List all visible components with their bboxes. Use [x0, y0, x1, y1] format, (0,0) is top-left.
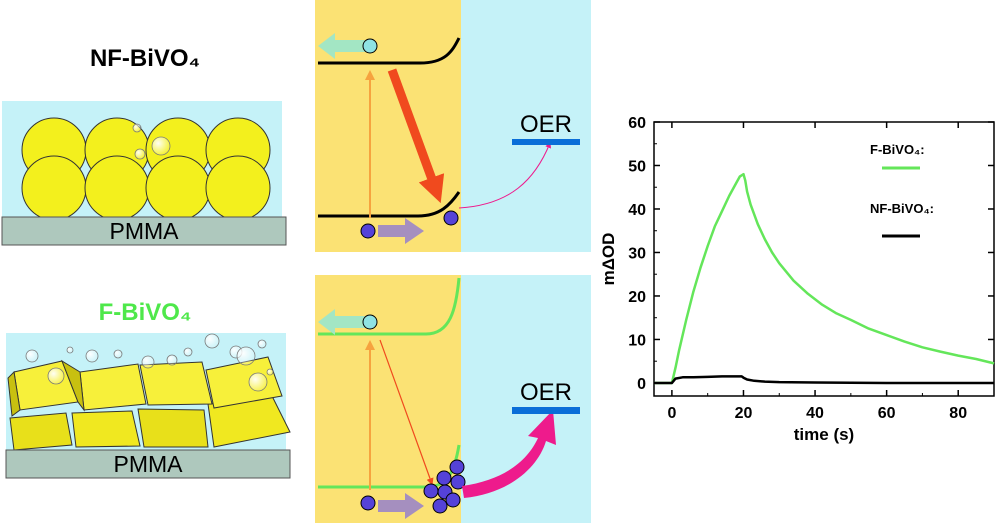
y-tick-label: 0 — [637, 376, 646, 393]
hole-icon — [360, 495, 376, 511]
nf-particle — [205, 155, 271, 221]
bivo4-plate — [79, 363, 147, 411]
bivo4-plate — [139, 361, 213, 406]
plot-frame — [653, 121, 995, 397]
f-oer-label: OER — [520, 379, 572, 406]
y-axis-label: mΔOD — [599, 233, 618, 286]
hole-icon — [445, 492, 461, 508]
x-tick-label: 80 — [949, 405, 967, 422]
f-band-diagram: OER — [315, 275, 591, 523]
nf-morphology-panel: NF-BiVO₄ PMMA — [1, 45, 287, 246]
f-plate-top-row — [7, 356, 283, 417]
f-oer-level — [512, 407, 580, 414]
f-morphology-panel: F-BiVO₄ — [5, 299, 291, 479]
x-tick-label: 20 — [735, 405, 753, 422]
electron-drift-arrow — [318, 309, 365, 335]
bivo4-plate — [7, 370, 21, 417]
nf-oer-label: OER — [520, 111, 572, 138]
series-layer — [654, 172, 995, 385]
f-substrate — [5, 449, 291, 479]
nf-valence-band — [318, 191, 461, 218]
nf-particle — [145, 155, 211, 221]
y-tick-label: 10 — [628, 332, 646, 349]
bubble — [134, 148, 146, 160]
axis-ticks: 0 20 40 60 80 0 10 20 30 40 50 60 — [628, 115, 994, 422]
bubble — [166, 354, 178, 366]
f-plate-layer — [7, 356, 291, 451]
nf-oer-level — [512, 139, 580, 145]
recombination-arrow — [379, 339, 434, 486]
bubble — [151, 136, 171, 156]
f-substrate-label: PMMA — [114, 451, 184, 477]
x-axis-label: time (s) — [794, 425, 854, 444]
bubble — [66, 346, 74, 354]
y-tick-label: 30 — [628, 245, 646, 262]
x-tick-label: 40 — [806, 405, 824, 422]
electron-icon — [362, 314, 378, 330]
hole-icon — [423, 483, 439, 499]
x-tick-label: 60 — [878, 405, 896, 422]
f-bivo4-label: F-BiVO₄ — [99, 299, 192, 326]
nf-substrate — [1, 216, 287, 246]
series-line-nf-bivo4 — [654, 375, 994, 385]
y-tick-label: 60 — [628, 115, 646, 132]
transient-absorption-chart: 0 20 40 60 80 0 10 20 30 40 50 60 mΔOD time (s) F-B… — [599, 115, 995, 444]
series-line-f-bivo4 — [654, 172, 995, 385]
y-tick-label: 20 — [628, 289, 646, 306]
bubble — [47, 367, 65, 385]
bubble — [183, 347, 193, 357]
nf-particle — [84, 155, 150, 221]
bubble — [85, 349, 99, 363]
legend: F-BiVO₄: NF-BiVO₄: — [870, 142, 934, 238]
x-tick-label: 0 — [667, 405, 676, 422]
nf-substrate-label: PMMA — [110, 218, 180, 244]
electron-drift-arrow — [318, 33, 365, 59]
bivo4-plate — [137, 408, 209, 448]
charge-transfer-arrow — [458, 141, 551, 209]
bivo4-plate — [60, 359, 85, 412]
y-tick-label: 50 — [628, 158, 646, 175]
bubble — [113, 349, 123, 359]
hole-icon — [450, 474, 466, 490]
charge-transfer-arrow — [462, 410, 556, 498]
bivo4-plate — [9, 412, 73, 451]
bubble — [204, 333, 220, 349]
nf-bubbles — [132, 123, 171, 160]
hole-icon — [443, 210, 459, 226]
f-conduction-band — [318, 277, 461, 336]
nf-particle — [21, 155, 87, 221]
bubble — [141, 355, 155, 369]
f-bubbles — [25, 333, 274, 392]
bubble — [132, 123, 142, 133]
hole-icon — [449, 459, 465, 475]
hole-icon — [360, 223, 376, 239]
legend-label-nf-bivo4: NF-BiVO₄: — [870, 201, 934, 216]
bubble — [25, 349, 39, 363]
hole-icon — [432, 498, 448, 514]
nf-band-diagram: OER — [315, 0, 591, 252]
hole-drift-arrow — [378, 493, 424, 519]
bubble — [266, 368, 274, 376]
hole-drift-arrow — [378, 218, 424, 244]
nf-sphere-layer — [21, 117, 271, 221]
accumulated-holes — [423, 459, 466, 514]
nf-semiconductor-region — [315, 0, 461, 252]
nf-conduction-band — [318, 37, 461, 65]
hole-icon — [436, 470, 452, 486]
recombination-arrow — [387, 68, 445, 204]
electron-icon — [362, 38, 378, 54]
y-tick-label: 40 — [628, 202, 646, 219]
bubble — [248, 372, 268, 392]
bivo4-plate — [71, 410, 141, 448]
bubble — [236, 346, 256, 366]
nf-bivo4-label: NF-BiVO₄ — [90, 45, 200, 72]
legend-label-f-bivo4: F-BiVO₄: — [870, 142, 925, 157]
bubble — [257, 339, 267, 349]
nf-electrolyte-region — [461, 0, 591, 252]
